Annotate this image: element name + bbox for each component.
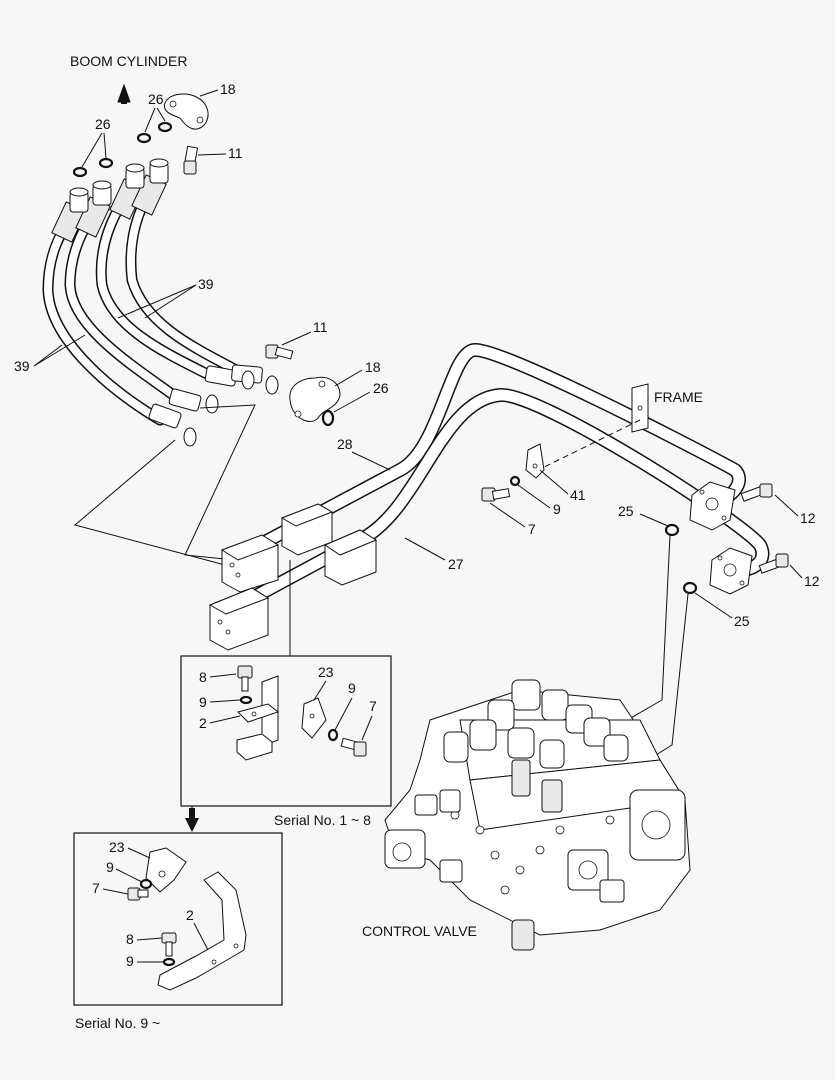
callout-39-left: 39 <box>14 358 30 374</box>
callout-11-mid: 11 <box>313 319 328 335</box>
box1-washer-9b <box>327 728 339 742</box>
callout-9-main: 9 <box>553 501 561 517</box>
down-arrow-icon <box>185 818 199 832</box>
frame-dashed-leader <box>537 419 641 471</box>
box1-callout-7: 7 <box>369 698 377 714</box>
box2-callout-23: 23 <box>109 839 125 855</box>
hose-leader-right <box>184 404 256 561</box>
clamp-block-lower-right <box>323 529 378 586</box>
box2-washer-9a <box>139 878 153 890</box>
o-rings-26-top <box>72 121 173 178</box>
pipe-flange-lower <box>709 547 753 595</box>
box1-bolt-8 <box>237 665 253 692</box>
box2-callout-8: 8 <box>126 931 134 947</box>
hose-leader-left <box>73 439 226 566</box>
callout-11-top: 11 <box>228 145 243 161</box>
box2-washer-9b <box>162 957 176 967</box>
caption-control-valve: CONTROL VALVE <box>362 923 477 939</box>
o-ring-26-mid <box>321 409 335 427</box>
split-flange-18-mid <box>289 376 341 422</box>
callout-26-top-right: 26 <box>148 91 164 107</box>
caption-boom-cylinder: BOOM CYLINDER <box>70 53 187 69</box>
bolt-7-main <box>481 487 511 502</box>
detail-box-serial-9 <box>73 832 283 1006</box>
clamp-block-upper-right <box>280 503 334 556</box>
box1-callout-23: 23 <box>318 664 334 680</box>
split-flange-18-top <box>163 93 209 130</box>
callout-12-upper: 12 <box>800 510 816 526</box>
callout-25-upper: 25 <box>618 503 634 519</box>
detail-box-serial-1-8 <box>180 655 392 807</box>
callout-25-lower: 25 <box>734 613 750 629</box>
box1-plate <box>236 733 273 761</box>
caption-serial-1-8: Serial No. 1 ~ 8 <box>274 812 371 828</box>
callout-41: 41 <box>570 487 586 503</box>
bolt-11-mid <box>265 344 294 360</box>
box1-bracket-2 <box>237 675 280 745</box>
box2-bracket-2 <box>157 871 247 991</box>
callout-26-mid: 26 <box>373 380 389 396</box>
bolt-12-upper <box>740 483 773 502</box>
box2-callout-9b: 9 <box>126 953 134 969</box>
washer-9-main <box>509 475 521 487</box>
hose-fittings-bottom <box>148 364 279 447</box>
hose-group <box>42 174 246 426</box>
caption-frame: FRAME <box>654 389 703 405</box>
clamp-41 <box>525 443 545 479</box>
callout-28: 28 <box>337 436 353 452</box>
box1-bolt-7 <box>340 737 367 757</box>
hose-fittings-top <box>69 158 169 213</box>
up-arrow-stem <box>121 92 127 104</box>
callout-27: 27 <box>448 556 464 572</box>
callout-7-main: 7 <box>528 521 536 537</box>
steel-pipes <box>223 343 770 617</box>
box1-callout-9b: 9 <box>348 680 356 696</box>
callout-18-mid: 18 <box>365 359 381 375</box>
box1-callout-9a: 9 <box>199 694 207 710</box>
box2-callout-7: 7 <box>92 880 100 896</box>
box1-clamp-23 <box>301 697 327 739</box>
control-valve <box>384 679 691 951</box>
callout-12-lower: 12 <box>804 573 820 589</box>
o-ring-25-upper <box>664 523 680 537</box>
callout-26-top-left: 26 <box>95 116 111 132</box>
o-ring-25-lower <box>682 581 698 595</box>
clamp-block-upper-left <box>220 534 280 593</box>
caption-serial-9: Serial No. 9 ~ <box>75 1015 160 1031</box>
box1-callout-8: 8 <box>199 669 207 685</box>
box2-clamp-23 <box>145 847 187 893</box>
callout-18-top: 18 <box>220 81 236 97</box>
bolt-12-lower <box>758 553 789 574</box>
box2-bolt-7 <box>127 887 149 901</box>
box1-washer-9a <box>239 695 253 705</box>
box2-callout-2: 2 <box>186 907 194 923</box>
callout-39-right: 39 <box>198 276 214 292</box>
box1-callout-2: 2 <box>199 715 207 731</box>
bolt-11-top <box>183 145 199 175</box>
box2-callout-9a: 9 <box>106 859 114 875</box>
clamp-block-lower-left <box>208 587 270 651</box>
box2-bolt-8 <box>161 932 177 957</box>
pipe-flange-upper <box>689 481 736 531</box>
